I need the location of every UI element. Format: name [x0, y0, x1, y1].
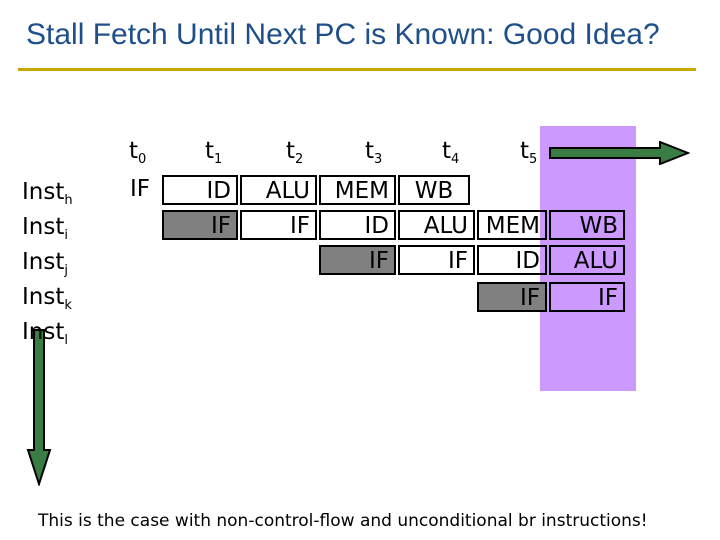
- time-label-t0: t0: [129, 138, 147, 167]
- pipeline-cell-h-t0: IF: [129, 176, 150, 202]
- time-label-t2: t2: [286, 138, 304, 167]
- inst-label-k: Instk: [22, 284, 72, 313]
- slide-title: Stall Fetch Until Next PC is Known: Good…: [26, 18, 660, 51]
- pipeline-cell-i-t6: WB: [549, 210, 625, 240]
- pipeline-cell-j-t6: ALU: [549, 245, 625, 275]
- pipeline-cell-i-t3: ID: [319, 210, 396, 240]
- pipeline-cell-h-t2: ALU: [240, 175, 317, 205]
- inst-label-h: Insth: [22, 179, 73, 208]
- pipeline-cell-h-t4: WB: [398, 175, 470, 205]
- time-label-t4: t4: [442, 138, 460, 167]
- slide-caption: This is the case with non-control-flow a…: [38, 511, 648, 531]
- title-underline: [18, 68, 696, 71]
- inst-label-l: Instl: [22, 319, 68, 348]
- pipeline-cell-j-t4: IF: [398, 245, 475, 275]
- time-label-t3: t3: [365, 138, 383, 167]
- time-axis-arrow-icon: [549, 141, 690, 165]
- inst-label-j: Instj: [22, 249, 68, 278]
- pipeline-cell-k-t5-stall: IF: [477, 282, 547, 312]
- pipeline-cell-j-t3-stall: IF: [319, 245, 396, 275]
- pipeline-cell-i-t2: IF: [240, 210, 317, 240]
- pipeline-cell-i-t4: ALU: [398, 210, 475, 240]
- inst-label-i: Insti: [22, 214, 68, 243]
- pipeline-cell-h-t3: MEM: [319, 175, 396, 205]
- time-label-t1: t1: [205, 138, 223, 167]
- instruction-axis-arrow-icon: [26, 329, 52, 486]
- time-label-t5: t5: [520, 138, 538, 167]
- pipeline-cell-i-t5: MEM: [477, 210, 547, 240]
- highlight-band: [540, 126, 636, 391]
- pipeline-cell-k-t6: IF: [549, 282, 625, 312]
- pipeline-cell-i-t1-stall: IF: [162, 210, 238, 240]
- pipeline-cell-h-t1: ID: [162, 175, 238, 205]
- pipeline-cell-j-t5: ID: [477, 245, 547, 275]
